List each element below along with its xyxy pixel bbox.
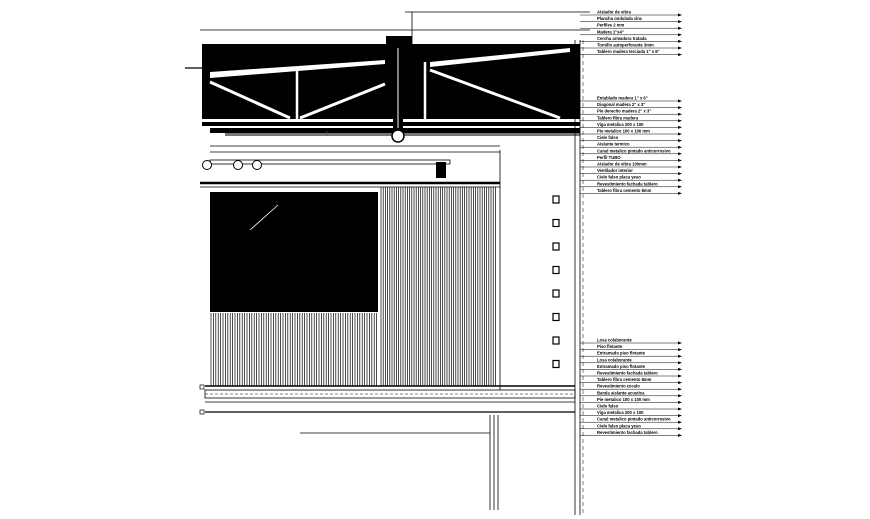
arrow-icon: [678, 367, 682, 371]
arrow-icon: [678, 433, 682, 437]
annotation-label: Revestimiento fachada tablero: [597, 181, 658, 186]
annotation-label: Cielo falso placa yeso: [597, 423, 641, 428]
annotation-label: Piso flotante: [597, 344, 623, 349]
arrow-icon: [678, 341, 682, 345]
arrow-icon: [678, 106, 682, 110]
annotation-label: Revestimiento zocalo: [597, 384, 640, 389]
window-mark: [552, 195, 560, 204]
window-mark: [552, 359, 560, 369]
annotation-label: Pie metalico 100 x 100 mm: [597, 397, 650, 402]
interior-wall: [210, 187, 496, 386]
arrow-icon: [678, 46, 682, 50]
annotation-label: Revestimiento fachada tablero: [597, 430, 658, 435]
arrow-icon: [678, 145, 682, 149]
annotation-label: Entramado piso flotante: [597, 351, 646, 356]
arrow-icon: [678, 354, 682, 358]
annotation-label: Plancha ondulada zinc: [597, 16, 643, 21]
floor-slab: [199, 384, 576, 510]
facade: [499, 40, 584, 515]
arrow-icon: [678, 191, 682, 195]
annotation-label: Ventilador interior: [597, 168, 633, 173]
annotation-label: Perfil TUBO: [597, 155, 621, 160]
arrow-icon: [678, 139, 682, 143]
roof-structure: I: [185, 11, 590, 143]
annotation-label: Entramado piso flotante: [597, 364, 646, 369]
annotation-label: Pie metalico 100 x 100 mm: [597, 129, 650, 134]
annotation-label: Entablado madera 1" x 6": [597, 96, 648, 101]
arrow-icon: [678, 414, 682, 418]
arrow-icon: [678, 427, 682, 431]
annotation-label: Tablero fibra cemento 8mm: [597, 188, 652, 193]
arrow-icon: [678, 26, 682, 30]
arrow-icon: [678, 361, 682, 365]
annotation-label: Cercha armadura tratada: [597, 36, 647, 41]
arrow-icon: [678, 53, 682, 57]
window-mark: [552, 336, 560, 345]
arrow-icon: [678, 13, 682, 17]
arrow-icon: [678, 152, 682, 156]
arrow-icon: [678, 407, 682, 411]
arrow-icon: [678, 172, 682, 176]
arrow-icon: [678, 394, 682, 398]
arrow-icon: [678, 20, 682, 24]
arrow-icon: [678, 99, 682, 103]
annotation-label: Viga metalica 200 x 100: [597, 122, 644, 127]
annotation-label: Canal metalico pintado anticorrosivo: [597, 148, 671, 153]
window-mark: [552, 312, 560, 322]
annotation-label: Tornillo autoperforante 3mm: [597, 43, 654, 48]
annotation-label: Perfiles 2 mm: [597, 23, 625, 28]
arrow-icon: [678, 39, 682, 43]
annotation-label: Cielo falso: [597, 404, 619, 409]
arrow-icon: [678, 33, 682, 37]
annotation-label: Losa colaborante: [597, 357, 632, 362]
annotation-label: Viga metalica 200 x 100: [597, 410, 644, 415]
window-mark: [552, 265, 560, 275]
arrow-icon: [678, 125, 682, 129]
arrow-icon: [678, 387, 682, 391]
arrow-icon: [678, 348, 682, 352]
annotation-label: Tablero fibra cemento 8mm: [597, 377, 652, 382]
annotation-label: Aislante termico: [597, 142, 630, 147]
arrow-icon: [678, 132, 682, 136]
ceiling-services: [200, 145, 500, 188]
annotation-label: Tablero fibra madera: [597, 115, 639, 120]
arrow-icon: [678, 165, 682, 169]
annotation-label: Cielo falso: [597, 135, 619, 140]
annotation-label: Revestimiento fachada tablero: [597, 371, 658, 376]
window-mark: [552, 289, 560, 298]
annotation-label: Losa colaborante: [597, 338, 632, 343]
annotation-label: Cielo falso placa yeso: [597, 175, 641, 180]
annotation-label: Aislador de vibra: [597, 10, 632, 15]
section-marker: I: [326, 131, 328, 138]
arrow-icon: [678, 185, 682, 189]
arrow-icon: [678, 381, 682, 385]
annotation-label: Tablero madera terciada 1" x 6": [597, 49, 660, 54]
annotation-label: Banda aislante acustica: [597, 390, 645, 395]
arrow-icon: [678, 420, 682, 424]
arrow-icon: [678, 158, 682, 162]
arrow-icon: [678, 178, 682, 182]
annotation-label: Pie derecho madera 2" x 3": [597, 109, 651, 114]
annotation-label: Madera 1"x4": [597, 29, 624, 34]
annotation-label: Canal metalico pintado anticorrosivo: [597, 417, 671, 422]
window-mark: [552, 242, 560, 251]
window-mark: [552, 218, 560, 228]
arrow-icon: [678, 119, 682, 123]
annotation-label: Diagonal madera 2" x 3": [597, 102, 645, 107]
annotation-label: Aislador de vibra 100mm: [597, 162, 647, 167]
arrow-icon: [678, 112, 682, 116]
arrow-icon: [678, 400, 682, 404]
arrow-icon: [678, 374, 682, 378]
